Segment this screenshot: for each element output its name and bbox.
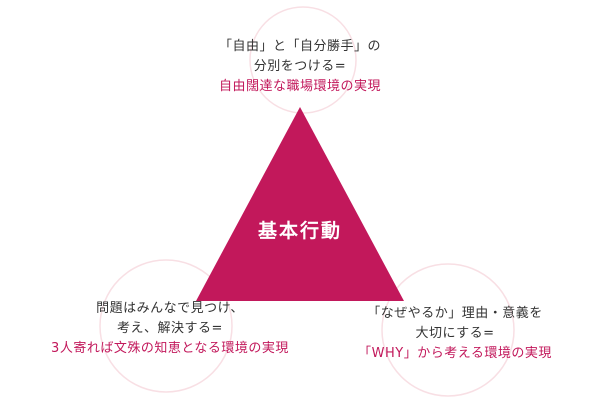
right-circle-outline xyxy=(381,263,515,397)
center-label: 基本行動 xyxy=(257,220,342,242)
right-caption-line-1: 「なぜやるか」理由・意義を xyxy=(367,306,543,321)
right-caption-highlight: 「WHY」から考える環境の実現 xyxy=(358,346,552,361)
right-caption-line-2: 大切にする= xyxy=(415,326,495,341)
top-caption-highlight: 自由闊達な職場環境の実現 xyxy=(218,79,381,94)
top-caption: 「自由」と「自分勝手」の 分別をつける= 自由闊達な職場環境の実現 xyxy=(150,37,450,97)
right-caption: 「なぜやるか」理由・意義を 大切にする= 「WHY」から考える環境の実現 xyxy=(310,304,600,364)
center-triangle xyxy=(196,107,404,301)
left-caption-line-1: 問題はみんなで見つけ、 xyxy=(96,301,244,316)
left-caption-highlight: 3人寄れば文殊の知恵となる環境の実現 xyxy=(51,341,289,356)
left-caption: 問題はみんなで見つけ、 考え、解決する= 3人寄れば文殊の知恵となる環境の実現 xyxy=(0,299,340,359)
top-caption-line-1: 「自由」と「自分勝手」の xyxy=(218,39,381,54)
left-circle-outline xyxy=(99,259,233,393)
left-caption-line-2: 考え、解決する= xyxy=(117,321,223,336)
top-caption-line-2: 分別をつける= xyxy=(253,59,347,74)
